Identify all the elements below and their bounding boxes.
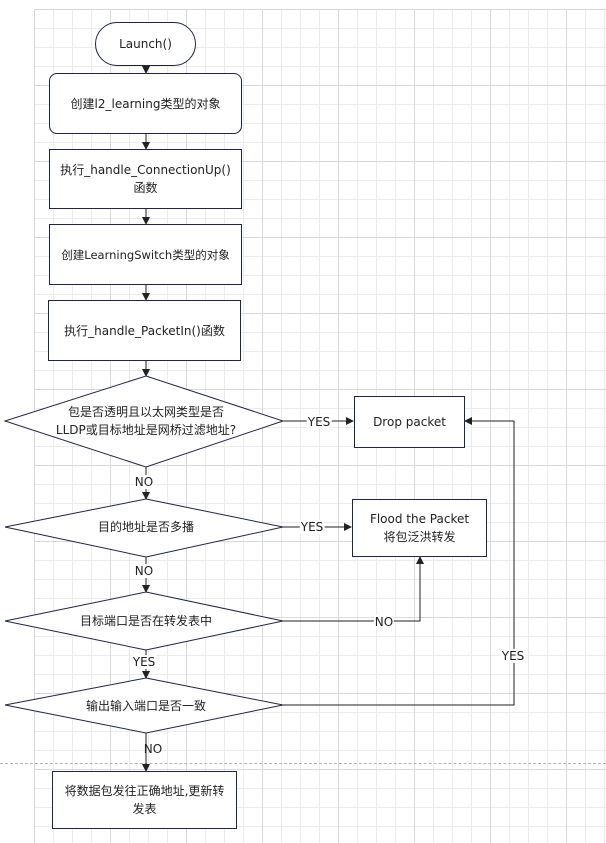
node-drop-label: Drop packet	[373, 415, 446, 429]
node-start-label: Launch()	[119, 37, 172, 51]
node-create-ls[interactable]: 创建LearningSwitch类型的对象	[49, 224, 242, 285]
node-drop[interactable]: Drop packet	[354, 396, 465, 448]
node-check-same-port-label: 输出输入端口是否一致	[46, 697, 246, 715]
node-check-multicast-label: 目的地址是否多播	[46, 518, 246, 536]
page-break-divider	[0, 763, 606, 764]
node-flood-label-zh: 将包泛洪转发	[383, 530, 456, 544]
edge-label-same-port-no: NO	[143, 742, 163, 756]
node-flood-label-en: Flood the Packet	[369, 512, 470, 526]
decision-check-multicast-shape[interactable]	[4, 498, 284, 558]
check-port-text: 目标端口是否在转发表中	[79, 614, 212, 628]
edge-label-lldp-yes: YES	[306, 415, 332, 429]
node-check-port-label: 目标端口是否在转发表中	[46, 612, 246, 630]
edge-label-lldp-no: NO	[133, 475, 155, 489]
edge-label-multicast-no: NO	[133, 564, 155, 578]
edge-label-port-yes: YES	[131, 655, 157, 669]
edge-check-port-to-flood	[283, 556, 424, 622]
node-conn-up-label: 执行_handle_ConnectionUp()函数	[60, 163, 231, 195]
node-create-l2[interactable]: 创建l2_learning类型的对象	[49, 73, 242, 134]
edge-label-port-no: NO	[373, 615, 395, 629]
node-conn-up[interactable]: 执行_handle_ConnectionUp()函数	[49, 149, 242, 209]
check-lldp-text: 包是否透明且以太网类型是否LLDP或目标地址是网桥过滤地址?	[55, 405, 237, 437]
node-create-ls-label: 创建LearningSwitch类型的对象	[61, 247, 230, 262]
decision-check-same-port-shape[interactable]	[4, 677, 284, 734]
node-start[interactable]: Launch()	[95, 22, 196, 66]
node-check-lldp-label: 包是否透明且以太网类型是否LLDP或目标地址是网桥过滤地址?	[55, 393, 237, 449]
node-packet-in[interactable]: 执行_handle_PacketIn()函数	[48, 300, 241, 361]
decision-check-lldp-shape[interactable]	[3, 375, 285, 468]
check-multicast-text: 目的地址是否多播	[97, 520, 194, 534]
node-flood[interactable]: Flood the Packet 将包泛洪转发	[352, 499, 487, 557]
node-forward[interactable]: 将数据包发往正确地址,更新转发表	[52, 771, 237, 829]
edge-check-same-port-to-drop	[283, 417, 515, 706]
node-create-l2-label: 创建l2_learning类型的对象	[70, 96, 221, 111]
edge-label-same-port-yes: YES	[500, 649, 526, 663]
node-forward-label: 将数据包发往正确地址,更新转发表	[64, 784, 225, 816]
node-packet-in-label: 执行_handle_PacketIn()函数	[64, 323, 225, 338]
decision-check-port-shape[interactable]	[4, 591, 284, 651]
check-same-port-text: 输出输入端口是否一致	[85, 699, 206, 713]
edge-label-multicast-yes: YES	[299, 520, 325, 534]
